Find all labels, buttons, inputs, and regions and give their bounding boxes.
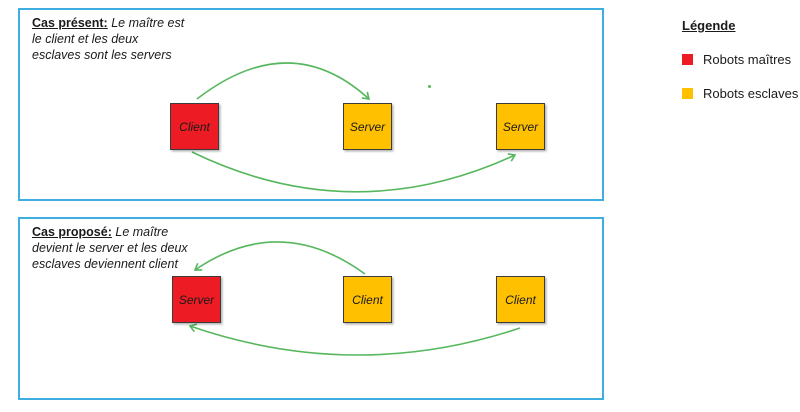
legend-label-masters: Robots maîtres	[703, 52, 792, 67]
node-label: Server	[349, 119, 386, 134]
panel-proposed-case: Cas proposé: Le maître devient le server…	[18, 217, 604, 400]
legend-label-slaves: Robots esclaves	[703, 86, 799, 101]
arrow-client2-to-server-bottom	[188, 323, 521, 356]
node-slave-client-1: Client	[343, 276, 392, 323]
node-label: Client	[179, 119, 210, 134]
arrow-client1-to-server-top	[193, 241, 366, 275]
legend-item-slaves: Robots esclaves	[682, 86, 798, 101]
arrow-client-to-server-top	[196, 62, 371, 100]
node-label: Client	[505, 292, 536, 307]
node-label: Server	[502, 119, 539, 134]
legend-title: Légende	[682, 18, 736, 33]
node-master-client: Client	[170, 103, 219, 150]
arrow-client-to-server-bottom	[191, 151, 517, 193]
master-color-swatch	[682, 54, 693, 65]
present-note-title: Cas présent:	[32, 16, 108, 30]
node-slave-server-2: Server	[496, 103, 545, 150]
legend: Légende Robots maîtres Robots esclaves	[682, 18, 798, 101]
node-label: Client	[352, 292, 383, 307]
legend-item-masters: Robots maîtres	[682, 52, 798, 67]
slave-color-swatch	[682, 88, 693, 99]
panel-present-case: Cas présent: Le maître est le client et …	[18, 8, 604, 201]
present-note: Cas présent: Le maître est le client et …	[32, 15, 190, 63]
node-master-server: Server	[172, 276, 221, 323]
proposed-note: Cas proposé: Le maître devient le server…	[32, 224, 190, 272]
stray-green-mark	[428, 85, 431, 88]
present-note-description: Le maître est le client et les deux escl…	[32, 16, 185, 62]
node-slave-client-2: Client	[496, 276, 545, 323]
proposed-note-description: Le maître devient le server et les deux …	[32, 225, 188, 271]
node-slave-server-1: Server	[343, 103, 392, 150]
proposed-note-title: Cas proposé:	[32, 225, 112, 239]
node-label: Server	[178, 292, 215, 307]
